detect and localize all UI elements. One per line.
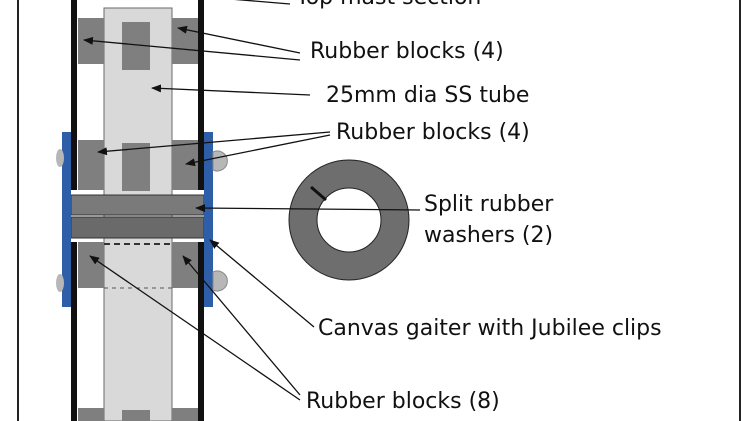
- split-washer-band: [70, 216, 205, 239]
- arrow: [89, 255, 301, 401]
- rubber-block: [78, 408, 104, 421]
- jubilee-clip: [212, 150, 228, 172]
- label-split-washers-line2: washers (2): [424, 223, 553, 248]
- arrow: [177, 25, 301, 54]
- label-top-mast-section: Top mast section: [295, 0, 481, 10]
- upper-mast-wall-left: [71, 0, 77, 190]
- canvas-gaiter-right: [204, 132, 213, 307]
- arrow: [209, 239, 315, 328]
- rubber-block: [122, 410, 150, 421]
- arrow: [83, 36, 301, 61]
- rubber-block: [172, 18, 198, 64]
- arrow: [97, 131, 331, 156]
- label-rubber-blocks-mid: Rubber blocks (4): [336, 120, 530, 145]
- upper-mast-wall-right: [198, 0, 204, 190]
- jubilee-clip: [56, 149, 64, 167]
- label-ss-tube: 25mm dia SS tube: [326, 83, 529, 108]
- jubilee-clip: [56, 274, 64, 292]
- washer-split-mark: [310, 185, 327, 202]
- label-split-washers-line1: Split rubber: [424, 192, 554, 217]
- rubber-block: [172, 408, 198, 421]
- rubber-block: [122, 143, 150, 191]
- rubber-block: [78, 242, 104, 288]
- label-rubber-blocks-top: Rubber blocks (4): [310, 39, 504, 64]
- canvas-gaiter-left: [62, 132, 71, 307]
- rubber-block: [78, 140, 104, 190]
- split-rubber-washer: [289, 160, 409, 280]
- rubber-block: [172, 140, 198, 190]
- arrow: [234, 0, 291, 5]
- arrow: [185, 134, 331, 167]
- arrow: [151, 84, 311, 96]
- arrow: [195, 204, 421, 213]
- lower-mast-wall-left: [71, 242, 77, 421]
- label-canvas-gaiter: Canvas gaiter with Jubilee clips: [318, 316, 662, 341]
- label-rubber-blocks-bottom: Rubber blocks (8): [306, 389, 500, 414]
- split-washer-band: [70, 194, 205, 216]
- washer-inner-edge: [316, 187, 382, 253]
- rubber-block: [172, 242, 198, 288]
- arrow: [182, 255, 301, 396]
- washer-outer-edge: [288, 159, 410, 281]
- leader-arrows: [83, 0, 421, 401]
- jubilee-clip: [212, 270, 228, 292]
